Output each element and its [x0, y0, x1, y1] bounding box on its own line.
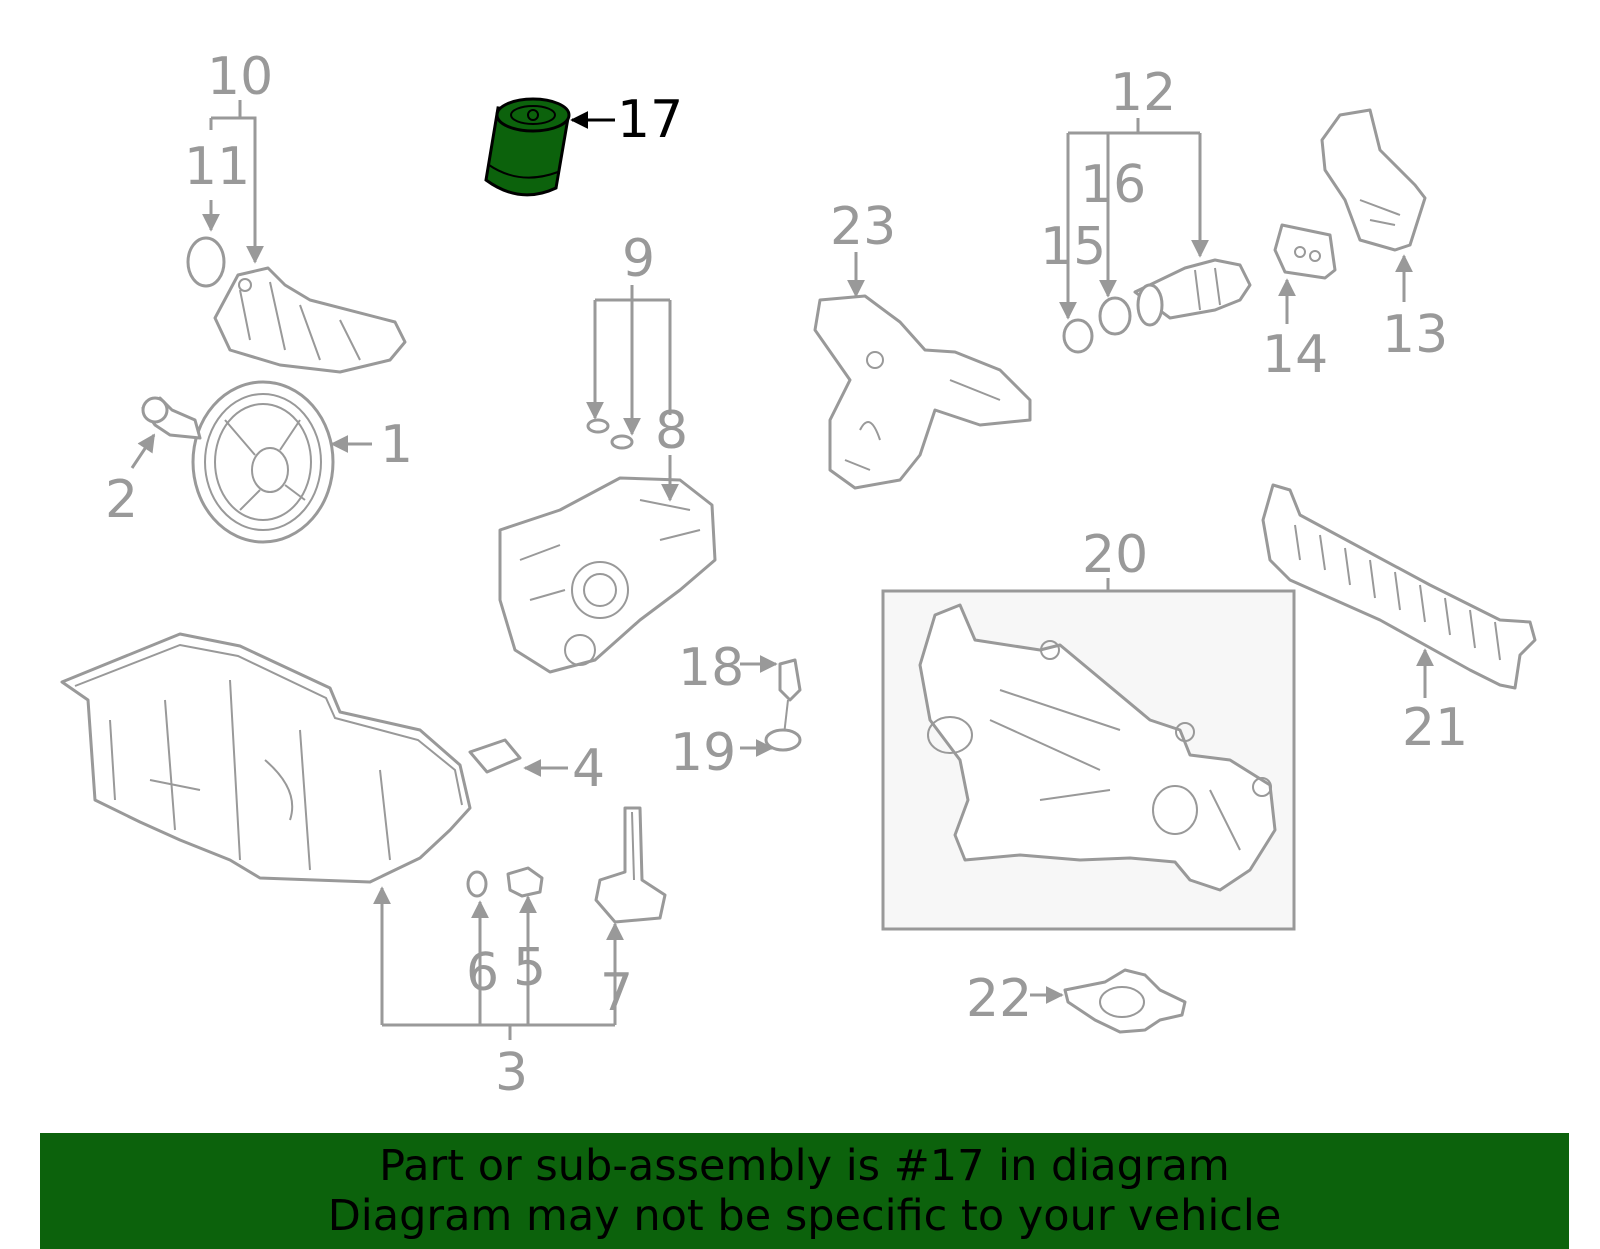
oil-pump-part-8 [498, 476, 717, 674]
banner-line-2: Diagram may not be specific to your vehi… [327, 1191, 1282, 1241]
washer-part-6 [466, 870, 488, 898]
solenoid-part-13 [1320, 108, 1427, 252]
callout-20[interactable]: 20 [1082, 525, 1148, 585]
oil-pump-cover-part-10 [213, 266, 407, 374]
info-banner: Part or sub-assembly is #17 in diagram D… [40, 1133, 1569, 1249]
callout-8[interactable]: 8 [655, 401, 688, 461]
gasket-part-14 [1273, 223, 1337, 280]
callout-5[interactable]: 5 [513, 938, 546, 998]
sensor-assembly-part-12 [1133, 258, 1252, 327]
callout-11[interactable]: 11 [184, 137, 250, 197]
callout-4[interactable]: 4 [572, 739, 605, 799]
callout-1[interactable]: 1 [380, 415, 413, 475]
callout-9[interactable]: 9 [622, 229, 655, 289]
callout-12[interactable]: 12 [1110, 63, 1176, 123]
seal-part-9a [586, 418, 610, 434]
oil-filter-part-17[interactable] [484, 97, 571, 197]
callout-3[interactable]: 3 [495, 1043, 528, 1103]
manifold-gasket-part-21 [1261, 483, 1537, 690]
callout-7[interactable]: 7 [600, 963, 633, 1023]
callout-14[interactable]: 14 [1262, 325, 1328, 385]
oil-pan-part-3 [60, 632, 472, 884]
dipstick-tube-part-7 [594, 806, 667, 924]
callout-2[interactable]: 2 [105, 470, 138, 530]
seal-part-16 [1098, 296, 1132, 336]
drain-plug-part-5 [506, 866, 544, 898]
bracket-part-23 [813, 294, 1032, 490]
callout-22[interactable]: 22 [966, 969, 1032, 1029]
callout-15[interactable]: 15 [1040, 217, 1106, 277]
callout-10[interactable]: 10 [207, 47, 273, 107]
callout-17[interactable]: 17 [617, 90, 683, 150]
o-ring-part-11 [186, 236, 226, 288]
callout-16[interactable]: 16 [1080, 155, 1146, 215]
callout-13[interactable]: 13 [1382, 305, 1448, 365]
parts-diagram: 17 10 11 1 2 4 [60, 47, 1537, 1103]
callout-18[interactable]: 18 [678, 638, 744, 698]
banner-line-1: Part or sub-assembly is #17 in diagram [379, 1141, 1230, 1191]
seal-part-15 [1062, 318, 1094, 354]
oil-level-sensor-part-4 [468, 738, 522, 774]
seal-part-9b [610, 434, 634, 450]
bolt-part-2 [141, 396, 202, 440]
pulley-part-1 [191, 380, 335, 544]
intake-manifold-part-20 [918, 603, 1277, 892]
callout-21[interactable]: 21 [1402, 698, 1468, 758]
callout-6[interactable]: 6 [466, 943, 499, 1003]
gasket-part-22 [1063, 968, 1187, 1034]
callout-19[interactable]: 19 [670, 723, 736, 783]
callout-23[interactable]: 23 [830, 197, 896, 257]
sensor-part-18 [778, 658, 802, 736]
